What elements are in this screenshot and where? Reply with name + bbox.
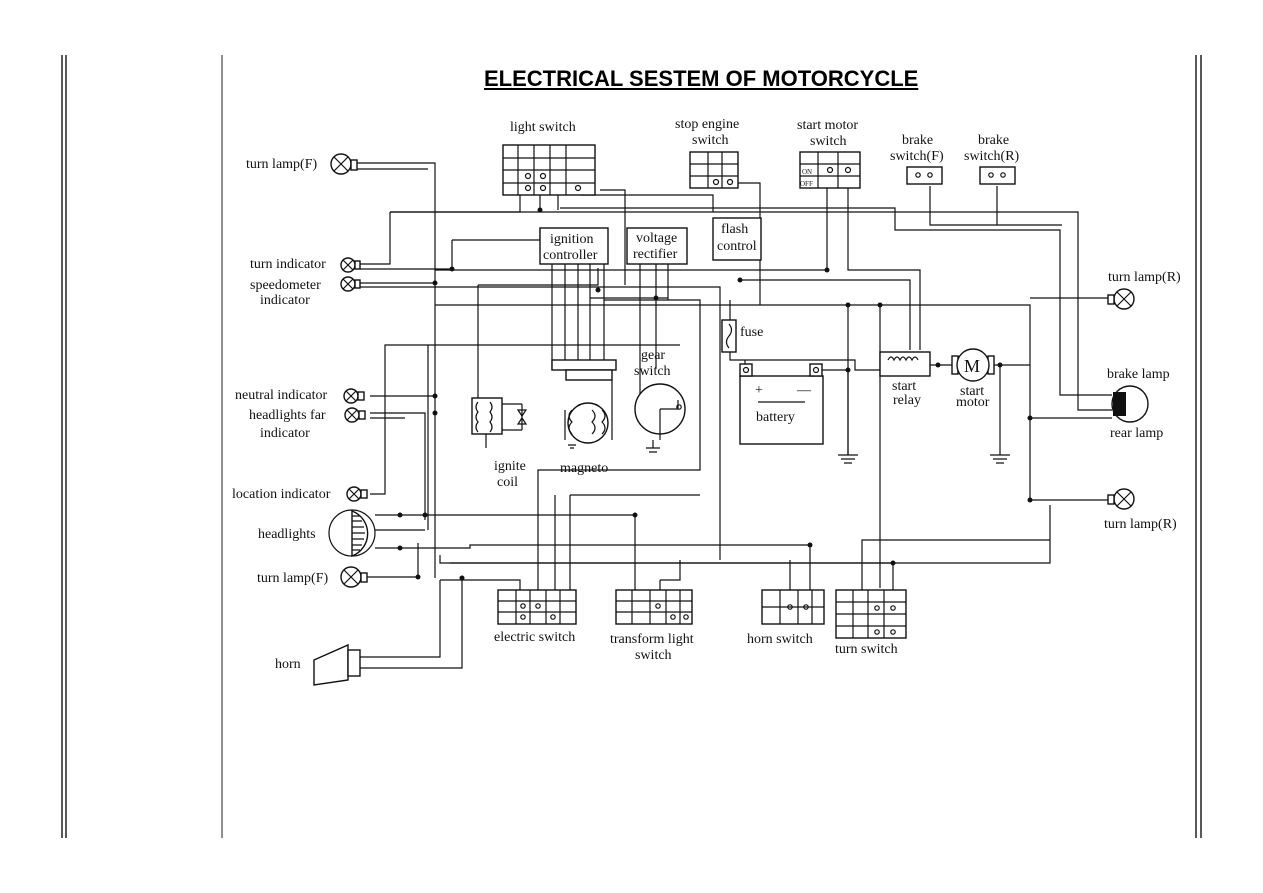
stop-engine-label-1: stop engine bbox=[675, 117, 739, 132]
turn-lamp-f-top-label: turn lamp(F) bbox=[246, 157, 317, 172]
turn-lamp-f-bottom-label: turn lamp(F) bbox=[257, 571, 328, 586]
battery-minus: — bbox=[796, 383, 812, 398]
motor-symbol: M bbox=[964, 356, 980, 376]
start-relay-label-2: relay bbox=[893, 393, 921, 408]
voltage-rectifier: voltage rectifier bbox=[626, 227, 688, 265]
headlights-far-icon bbox=[344, 407, 366, 423]
brake-f-label-2: switch(F) bbox=[890, 149, 944, 164]
off-label: OFF bbox=[800, 180, 813, 188]
electric-switch-label: electric switch bbox=[494, 630, 575, 645]
ignite-coil: ignite coil bbox=[471, 397, 528, 490]
start-relay: start relay bbox=[879, 351, 931, 408]
electric-switch: electric switch bbox=[494, 589, 577, 645]
transform-light-switch: transform light switch bbox=[610, 589, 694, 663]
start-relay-label-1: start bbox=[892, 379, 916, 394]
page-frame bbox=[61, 55, 1202, 838]
start-motor-switch: ON OFF start motor switch bbox=[797, 118, 861, 189]
start-motor-switch-label-2: switch bbox=[810, 134, 847, 149]
light-switch: light switch bbox=[502, 120, 596, 196]
fuse: fuse bbox=[721, 319, 763, 353]
turn-switch-label: turn switch bbox=[835, 642, 898, 657]
headlights-far-label-1: headlights far bbox=[249, 408, 326, 423]
turn-lamp-r-bottom-label: turn lamp(R) bbox=[1104, 517, 1177, 532]
start-motor: M start motor bbox=[951, 348, 995, 410]
transform-label-2: switch bbox=[635, 648, 672, 663]
lamp-symbols bbox=[330, 153, 1135, 588]
headlights-far-label-2: indicator bbox=[260, 426, 310, 441]
brake-switch-rear: brake switch(R) bbox=[964, 133, 1020, 185]
headlights-lamp bbox=[328, 509, 376, 558]
ignition-label-1: ignition bbox=[550, 232, 594, 247]
brake-f-label-1: brake bbox=[902, 133, 933, 148]
turn-lamp-r-top-label: turn lamp(R) bbox=[1108, 270, 1181, 285]
fuse-label: fuse bbox=[740, 325, 763, 340]
junction-dots bbox=[397, 207, 1033, 581]
magneto: magneto bbox=[551, 359, 617, 476]
turn-lamp-f-top-icon bbox=[330, 153, 358, 175]
neutral-indicator-icon bbox=[343, 388, 365, 404]
start-motor-switch-label-1: start motor bbox=[797, 118, 858, 133]
headlights-label: headlights bbox=[258, 527, 316, 542]
speedometer-label-1: speedometer bbox=[250, 278, 321, 293]
ignition-controller: ignition controller bbox=[539, 227, 609, 265]
horn-label: horn bbox=[275, 657, 301, 672]
start-motor-label-2: motor bbox=[956, 395, 990, 410]
horn-switch-label: horn switch bbox=[747, 632, 813, 647]
neutral-indicator-label: neutral indicator bbox=[235, 388, 327, 403]
location-indicator-label: location indicator bbox=[232, 487, 331, 502]
horn-switch: horn switch bbox=[747, 589, 825, 647]
side-labels: turn lamp(F) turn indicator speedometer … bbox=[232, 157, 1181, 672]
stop-engine-switch: stop engine switch bbox=[675, 117, 739, 189]
ignite-label-1: ignite bbox=[494, 459, 526, 474]
turn-indicator-label: turn indicator bbox=[250, 257, 326, 272]
battery-label: battery bbox=[756, 410, 795, 425]
voltage-label-1: voltage bbox=[636, 231, 677, 246]
battery: + — battery bbox=[739, 363, 824, 445]
diagram-title: ELECTRICAL SESTEM OF MOTORCYCLE bbox=[484, 66, 919, 91]
turn-lamp-r-top-icon bbox=[1107, 288, 1135, 310]
start-motor-label-1: start bbox=[960, 384, 984, 399]
ignition-label-2: controller bbox=[543, 248, 598, 263]
horn-icon bbox=[313, 643, 361, 686]
light-switch-label: light switch bbox=[510, 120, 576, 135]
turn-switch: turn switch bbox=[835, 589, 907, 657]
flash-label-1: flash bbox=[721, 222, 748, 237]
ground-symbols bbox=[568, 440, 1010, 464]
rear-lamp bbox=[1111, 385, 1149, 423]
turn-indicator-icon bbox=[340, 257, 361, 273]
brake-r-label-2: switch(R) bbox=[964, 149, 1020, 164]
flash-control: flash control bbox=[712, 217, 762, 261]
turn-lamp-f-bottom-icon bbox=[340, 566, 368, 588]
stop-engine-label-2: switch bbox=[692, 133, 729, 148]
location-indicator-icon bbox=[346, 486, 368, 502]
gear-label-1: gear bbox=[641, 348, 665, 363]
voltage-label-2: rectifier bbox=[633, 247, 678, 262]
transform-label-1: transform light bbox=[610, 632, 694, 647]
rear-lamp-label: rear lamp bbox=[1110, 426, 1163, 441]
ignite-label-2: coil bbox=[497, 475, 518, 490]
on-label: ON bbox=[802, 168, 812, 176]
magneto-label: magneto bbox=[560, 461, 608, 476]
gear-switch: gear switch bbox=[634, 348, 686, 440]
brake-switch-front: brake switch(F) bbox=[890, 133, 944, 185]
battery-plus: + bbox=[755, 383, 763, 398]
gear-label-2: switch bbox=[634, 364, 671, 379]
brake-lamp-label: brake lamp bbox=[1107, 367, 1170, 382]
speedometer-label-2: indicator bbox=[260, 293, 310, 308]
turn-lamp-r-bottom-icon bbox=[1107, 488, 1135, 510]
brake-r-label-1: brake bbox=[978, 133, 1009, 148]
flash-label-2: control bbox=[717, 239, 757, 254]
speedometer-icon bbox=[340, 276, 361, 292]
